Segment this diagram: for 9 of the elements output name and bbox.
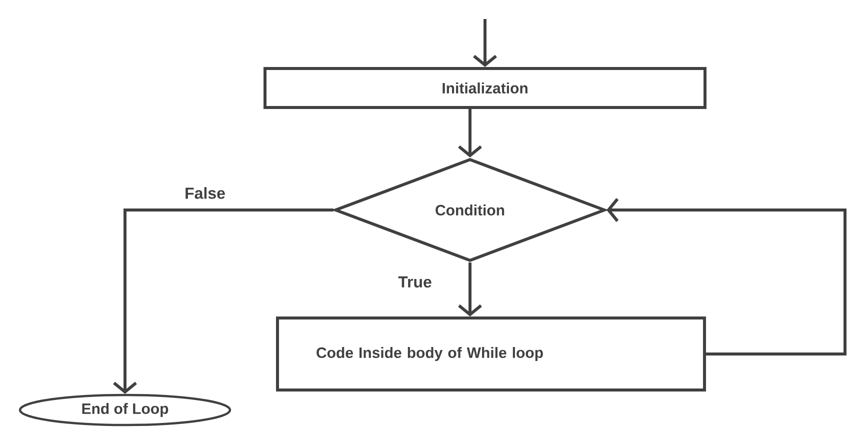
process-box: Initialization — [264, 67, 706, 109]
arrow — [458, 109, 482, 158]
arrow — [606, 198, 846, 356]
process-box: Code Inside body of While loop — [276, 316, 706, 392]
arrow — [473, 19, 497, 67]
arrow — [113, 208, 334, 394]
edge-label: True — [397, 275, 433, 289]
arrow — [458, 262, 482, 316]
edge-label: False — [184, 186, 226, 200]
